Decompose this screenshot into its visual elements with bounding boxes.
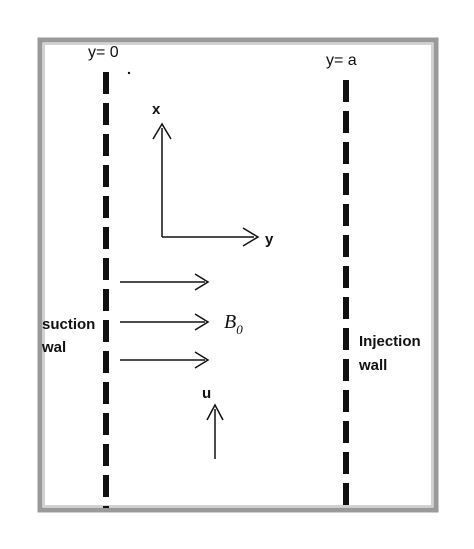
velocity-label: u <box>202 385 211 402</box>
diagram-frame-inner <box>43 43 433 507</box>
right-wall-position-label: y= a <box>326 52 357 69</box>
field-arrow-head <box>194 273 210 291</box>
axis-x-label: x <box>152 101 161 118</box>
velocity-arrow-head <box>206 403 224 421</box>
injection-wall-label-line2: wall <box>358 357 387 374</box>
speck-dot <box>127 71 131 75</box>
field-arrow-head <box>194 351 210 369</box>
field-subscript: 0 <box>236 322 243 337</box>
magnetic-field-arrows <box>120 273 210 369</box>
axis-y-label: y <box>265 231 274 248</box>
y-axis-arrowhead <box>242 227 260 247</box>
field-arrow-head <box>194 313 210 331</box>
magnetic-field-label: B0 <box>224 311 243 337</box>
coordinate-axes <box>152 122 260 247</box>
suction-wall-label-line1: suction <box>42 316 95 333</box>
suction-wall-label-line2: wal <box>41 339 66 356</box>
left-wall-position-label: y= 0 <box>88 44 119 61</box>
x-axis-arrowhead <box>152 122 172 140</box>
field-symbol: B <box>224 311 236 333</box>
diagram-frame <box>37 37 439 513</box>
velocity-arrow <box>206 403 224 459</box>
injection-wall-label-line1: Injection <box>359 333 421 350</box>
